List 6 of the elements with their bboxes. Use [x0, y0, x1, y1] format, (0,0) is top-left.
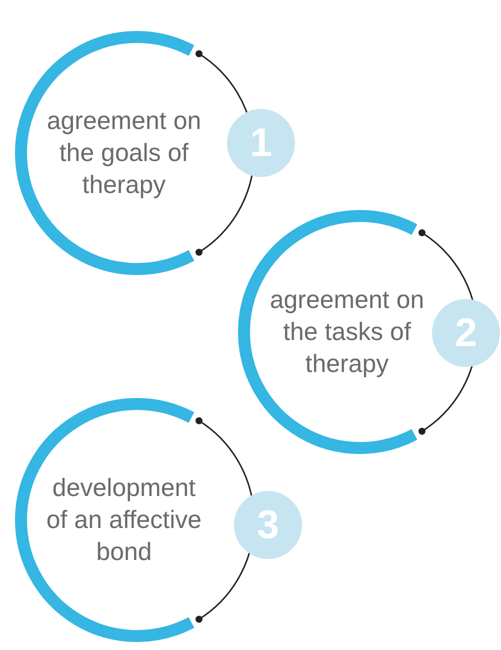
step-text: agreement on the tasks of therapy: [268, 285, 426, 380]
step-number-badge: 1: [227, 109, 295, 177]
step-text: development of an affective bond: [45, 473, 203, 568]
step-text: agreement on the goals of therapy: [46, 106, 202, 201]
step-number-badge: 3: [234, 491, 302, 559]
step-number-badge: 2: [432, 299, 500, 367]
